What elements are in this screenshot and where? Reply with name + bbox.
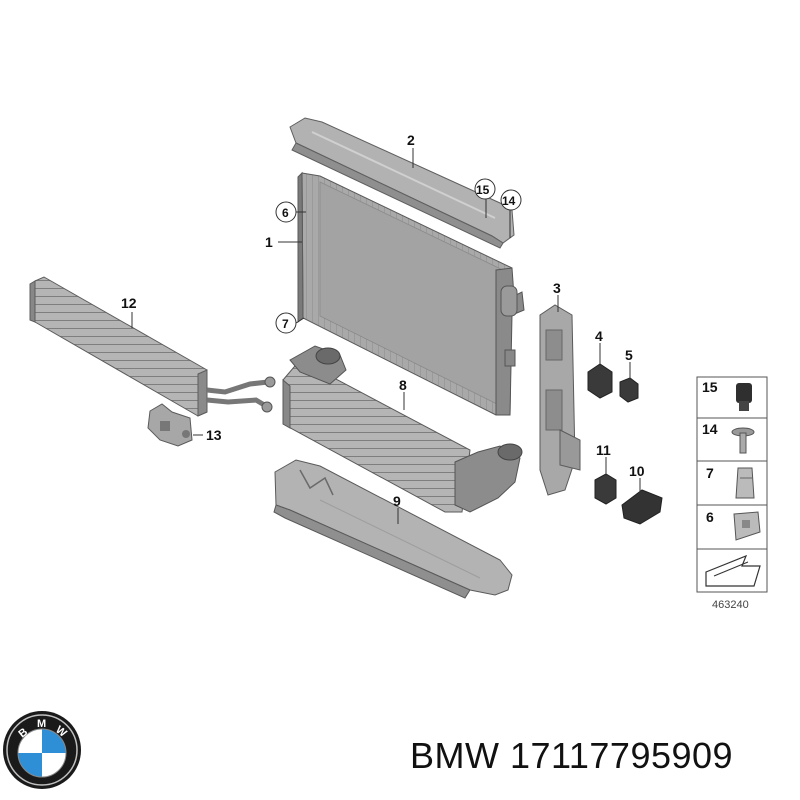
callout-15: 15 — [476, 183, 490, 197]
leader-lines — [131, 148, 641, 524]
spring-clip-icon — [733, 511, 761, 541]
callout-1: 1 — [265, 234, 273, 250]
callout-8: 8 — [399, 377, 407, 393]
callout-3: 3 — [553, 280, 561, 296]
svg-text:M: M — [37, 718, 46, 730]
part-3-side-bracket — [539, 304, 581, 496]
callout-7: 7 — [282, 317, 289, 331]
bmw-logo: B M W — [3, 711, 81, 789]
part-1-radiator — [297, 171, 525, 416]
callout-circle-15 — [474, 178, 496, 200]
plug-icon — [736, 383, 752, 411]
fastener-legend: 15 14 7 6 463240 — [696, 376, 768, 611]
reference-code: 463240 — [712, 599, 749, 611]
callout-12: 12 — [121, 295, 137, 311]
callout-circle-14 — [500, 189, 522, 211]
callout-9: 9 — [393, 493, 401, 509]
screw-icon — [731, 427, 755, 454]
legend-label-6: 6 — [706, 509, 714, 525]
callouts: 2 15 14 6 1 7 12 8 13 9 3 4 5 11 10 — [121, 132, 645, 509]
callout-4: 4 — [595, 328, 603, 344]
part-13-bracket — [147, 403, 193, 447]
part-9-lower-air-guide — [273, 459, 513, 599]
callout-6: 6 — [282, 206, 289, 220]
clip-nut-icon — [735, 467, 755, 499]
brand-part-number: BMW 17117795909 — [410, 735, 734, 776]
callout-13: 13 — [206, 427, 222, 443]
legend-label-7: 7 — [706, 465, 714, 481]
part-4-mount — [587, 363, 613, 399]
legend-label-15: 15 — [702, 379, 718, 395]
part-5-mount — [619, 377, 639, 403]
callout-2: 2 — [407, 132, 415, 148]
part-12-oil-cooler — [29, 276, 276, 417]
callout-circle-6 — [275, 201, 297, 223]
part-10-mount — [621, 489, 663, 525]
legend-label-14: 14 — [702, 421, 718, 437]
part-11-mount — [594, 473, 617, 505]
part-8-intercooler — [282, 345, 523, 513]
part-2-upper-air-duct — [289, 117, 515, 249]
callout-5: 5 — [625, 347, 633, 363]
callout-11: 11 — [596, 442, 611, 458]
arrow-direction-icon — [705, 554, 761, 587]
callout-14: 14 — [502, 194, 516, 208]
callout-10: 10 — [629, 463, 645, 479]
callout-circle-7 — [275, 312, 297, 334]
